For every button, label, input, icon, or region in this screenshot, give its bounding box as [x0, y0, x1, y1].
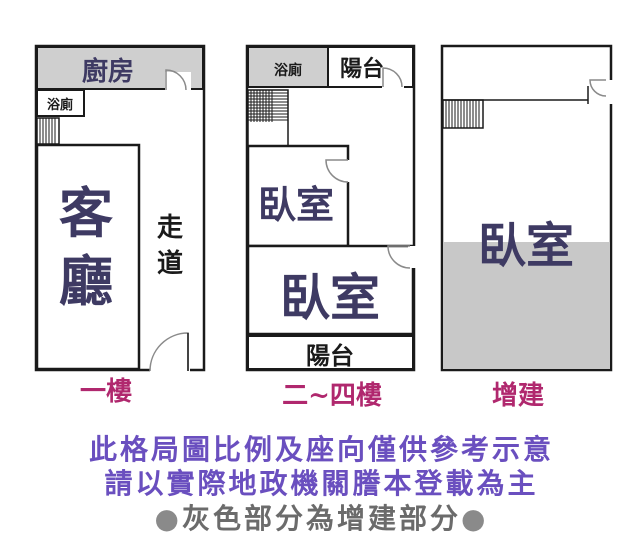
floor2to4-bedroom-small-area [246, 144, 350, 248]
floor2to4-balcony-bottom-label: 陽台 [306, 341, 354, 370]
extension-door-gap [604, 80, 614, 104]
floor2to4-balcony-door-icon [382, 67, 403, 88]
floor2to4-caption: 二~四樓 [282, 380, 382, 411]
floor1-caption: 一樓 [80, 376, 132, 407]
floor1-entrance-door-icon [149, 332, 189, 372]
floor2to4-bath-label: 浴廁 [274, 62, 302, 79]
floor2to4-bedroom-large-door-icon [387, 245, 411, 269]
floor2to4-bedroom-large-area [246, 244, 415, 336]
floor2to4-bath-area [247, 46, 329, 88]
floor2to4-balcony-door-gap [382, 84, 404, 90]
floor2to4-bedroom-large-label: 臥室 [280, 268, 380, 327]
floor2to4-balcony-top-label: 陽台 [340, 56, 384, 82]
floor1-bath-area [36, 89, 85, 117]
floor2to4-bedroom-small-door-icon [325, 159, 349, 183]
floor1-living-label-2: 廳 [59, 249, 113, 313]
extension-plan: 臥室 [440, 44, 614, 372]
bullet-icon: ● [461, 502, 489, 535]
floor2to4-bedroom-large-door-gap [408, 246, 416, 268]
floor1-bath-label: 浴廁 [47, 97, 73, 113]
extension-gray-area [443, 242, 610, 369]
floor1-entrance-gap [150, 365, 190, 373]
disclaimer-line-2: 請以實際地政機關謄本登載為主 [104, 467, 539, 500]
floor2to4-stairs-icon [247, 89, 289, 147]
floor2to4-plan: 浴廁 陽台 臥室 臥室 陽台 [245, 44, 416, 372]
floor2to4-bedroom-small-door-gap [344, 160, 352, 182]
extension-bedroom-label: 臥室 [478, 218, 574, 274]
gray-area-note: 灰色部分為增建部分 [181, 502, 461, 535]
floor2to4-bedroom-small-label: 臥室 [258, 182, 334, 227]
floor2to4-balcony-top-area [327, 46, 414, 88]
extension-stairs-icon [442, 99, 484, 129]
floor1-plan: 廚房 浴廁 客 廳 走 道 [34, 44, 206, 373]
floor1-kitchen-door-icon [165, 69, 187, 91]
floor2to4-balcony-bottom-area [247, 335, 414, 370]
extension-caption: 增建 [492, 380, 544, 411]
floor1-living-label-1: 客 [59, 181, 113, 245]
disclaimer-line-3: ●灰色部分為增建部分● [0, 497, 643, 537]
floor1-corridor-label-1: 走 [157, 213, 183, 243]
extension-door-icon [589, 79, 607, 97]
floor1-kitchen-label: 廚房 [82, 56, 134, 87]
floor1-stairs-icon [36, 117, 60, 145]
bullet-icon: ● [154, 502, 182, 535]
floor1-living-area [35, 143, 141, 371]
disclaimer-line-1: 此格局圖比例及座向僅供參考示意 [88, 433, 554, 466]
floor1-kitchen-door-gap [165, 72, 191, 90]
floor1-corridor-label-2: 道 [157, 248, 183, 279]
